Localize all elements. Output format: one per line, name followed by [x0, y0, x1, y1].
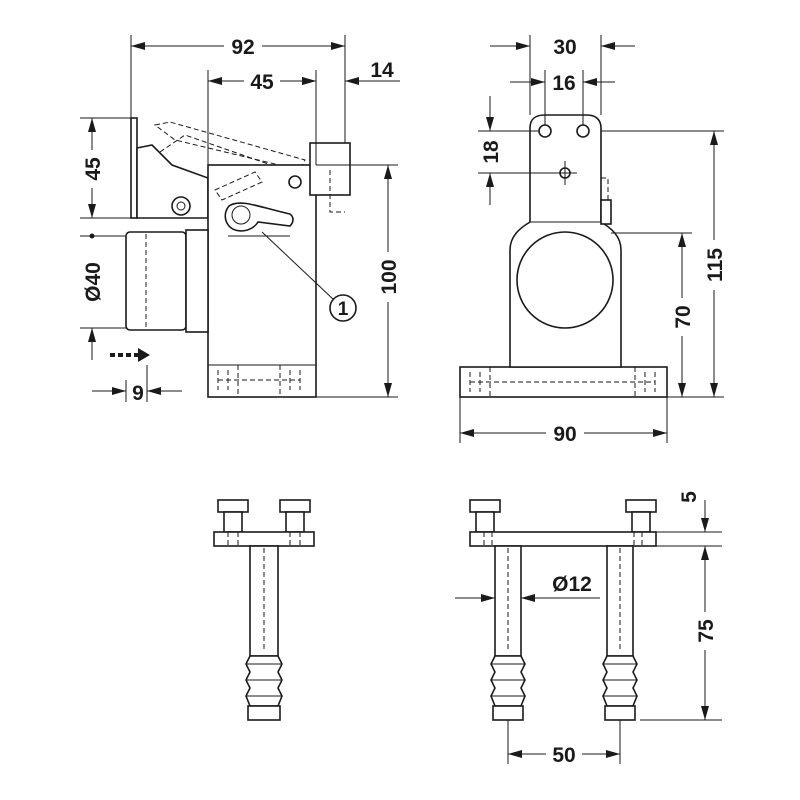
wall-plate — [130, 117, 138, 219]
dim-side-top-height: 45 — [82, 157, 105, 181]
dim-side-body-width: 45 — [250, 71, 274, 94]
lever-swing-outline — [153, 121, 306, 171]
bolt-head-left — [469, 499, 501, 513]
dim-front-hole-spacing: 16 — [552, 72, 575, 95]
front-view: 30 16 18 115 70 — [459, 35, 728, 446]
anchor-plate — [469, 531, 657, 547]
dim-side-total-width: 92 — [231, 36, 254, 59]
side-lever — [600, 199, 612, 225]
dim-front-total-height: 115 — [704, 248, 727, 282]
mount-hole-right — [576, 124, 590, 138]
anchor-plate — [213, 531, 315, 547]
anchor-front-view: 5 75 Ø12 50 — [455, 491, 722, 767]
bolt-head-right — [279, 499, 311, 513]
pivot-bolt — [171, 196, 191, 216]
bolt-head-right — [625, 499, 657, 513]
dim-side-plate-offset: 14 — [370, 59, 394, 82]
bolt-head-left — [217, 499, 249, 513]
buffer-face — [516, 231, 614, 329]
dim-anchor-length: 75 — [695, 619, 718, 643]
dim-front-axis-height: 70 — [672, 305, 695, 328]
callout-1-label: 1 — [338, 299, 349, 320]
side-view: 92 45 14 45 Ø40 — [78, 32, 402, 405]
mount-hole-left — [538, 124, 552, 138]
dim-front-hole-offset: 18 — [480, 140, 503, 164]
body-screw — [288, 175, 302, 189]
rubber-buffer — [125, 231, 187, 331]
stopper-body — [207, 164, 317, 398]
dim-side-push-travel: 9 — [132, 382, 144, 405]
callout-1-circle — [329, 294, 357, 322]
push-direction-arrow — [110, 348, 150, 362]
dim-side-height: 100 — [378, 259, 401, 294]
dim-side-diameter: Ø40 — [82, 262, 105, 302]
dim-front-width: 30 — [553, 36, 576, 59]
base-foot — [459, 366, 668, 398]
anchor-side-view — [213, 499, 315, 721]
base-holes — [469, 367, 656, 397]
dim-front-base-width: 90 — [553, 423, 576, 446]
dim-anchor-diameter: Ø12 — [552, 573, 592, 596]
foot-holes — [217, 370, 301, 390]
dim-anchor-spacing: 50 — [552, 744, 575, 767]
dim-anchor-plate-thickness: 5 — [678, 491, 701, 503]
